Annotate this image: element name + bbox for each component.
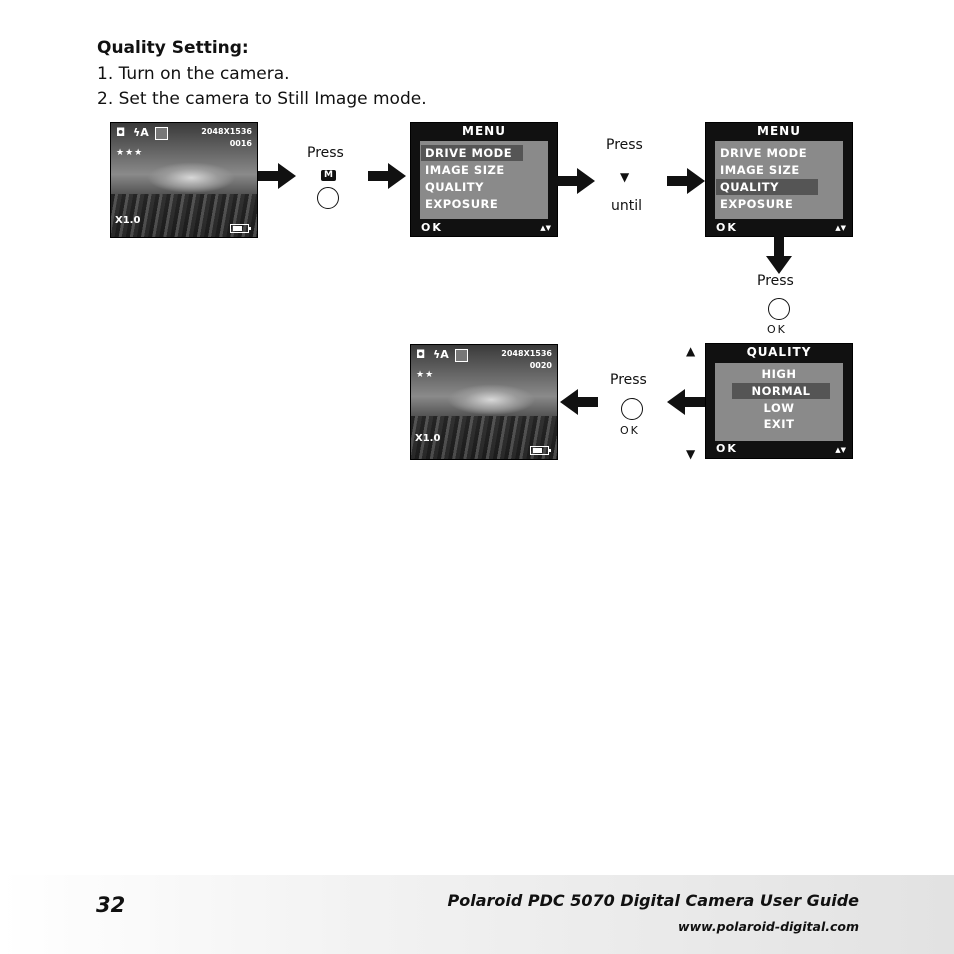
camera-icon: ◘ — [116, 126, 126, 139]
menu-item-image-size: IMAGE SIZE — [720, 163, 800, 177]
image-mode-icon — [155, 127, 168, 140]
ok-label: OK — [716, 442, 738, 455]
page-number: 32 — [96, 893, 126, 917]
arrow-down-icon — [766, 236, 792, 274]
quality-menu-title: QUALITY — [746, 345, 812, 359]
ok-button-label: OK — [767, 323, 787, 336]
menu-item-drive-mode: DRIVE MODE — [421, 145, 523, 161]
arrow-right-icon — [557, 168, 595, 194]
step-1: 1. Turn on the camera. — [97, 64, 290, 84]
resolution-text: 2048X1536 — [501, 349, 552, 358]
quality-item-high: HIGH — [761, 367, 797, 381]
press-label: Press — [610, 372, 647, 388]
guide-title: Polaroid PDC 5070 Digital Camera User Gu… — [447, 891, 859, 910]
quality-stars: ★★ — [416, 370, 435, 380]
preview-resolution: 2048X1536 0020 — [501, 348, 552, 372]
menu-screen-1: MENU DRIVE MODE IMAGE SIZE QUALITY EXPOS… — [410, 122, 558, 237]
button-circle-icon — [621, 398, 643, 420]
zoom-level: X1.0 — [115, 215, 141, 226]
website-url: www.polaroid-digital.com — [678, 919, 859, 934]
up-down-icon: ▲▼ — [540, 224, 551, 232]
shot-count: 0020 — [529, 361, 552, 370]
quality-item-exit: EXIT — [763, 417, 795, 431]
menu-panel — [715, 363, 843, 441]
flash-auto-icon: ϟA — [133, 126, 149, 139]
preview-resolution: 2048X1536 0016 — [201, 126, 252, 150]
zoom-level: X1.0 — [415, 433, 441, 444]
arrow-left-icon — [667, 389, 705, 415]
press-label: Press — [757, 273, 794, 289]
up-arrow-icon: ▲ — [686, 344, 696, 358]
ok-button-label: OK — [620, 424, 640, 437]
battery-icon — [230, 224, 251, 233]
camera-preview-before: ◘ ϟA 2048X1536 0016 ★★★ X1.0 — [110, 122, 258, 238]
camera-icon: ◘ — [416, 348, 426, 361]
menu-button-icon: M — [321, 170, 336, 181]
quality-menu-screen: QUALITY HIGH NORMAL LOW EXIT OK ▲▼ — [705, 343, 853, 459]
until-label: until — [611, 198, 643, 214]
up-down-icon: ▲▼ — [835, 446, 846, 454]
quality-stars: ★★★ — [116, 148, 144, 158]
button-circle-icon — [768, 298, 790, 320]
menu-item-image-size: IMAGE SIZE — [425, 163, 505, 177]
menu-item-exposure: EXPOSURE — [720, 197, 794, 211]
down-arrow-icon: ▼ — [620, 170, 630, 184]
button-circle-icon — [317, 187, 339, 209]
menu-title: MENU — [757, 124, 801, 138]
arrow-right-icon — [368, 163, 406, 189]
menu-screen-2: MENU DRIVE MODE IMAGE SIZE QUALITY EXPOS… — [705, 122, 853, 237]
menu-item-quality: QUALITY — [425, 180, 484, 194]
section-heading: Quality Setting: — [97, 38, 249, 58]
quality-item-low: LOW — [763, 401, 795, 415]
resolution-text: 2048X1536 — [201, 127, 252, 136]
menu-item-exposure: EXPOSURE — [425, 197, 499, 211]
footer-bar — [0, 875, 954, 954]
preview-photo — [411, 345, 557, 459]
down-arrow-icon: ▼ — [686, 447, 696, 461]
shot-count: 0016 — [229, 139, 252, 148]
battery-icon — [530, 446, 551, 455]
press-label: Press — [307, 145, 344, 161]
arrow-right-icon — [258, 163, 296, 189]
press-label: Press — [606, 137, 643, 153]
step-2: 2. Set the camera to Still Image mode. — [97, 89, 427, 109]
camera-preview-after: ◘ ϟA 2048X1536 0020 ★★ X1.0 — [410, 344, 558, 460]
menu-item-drive-mode: DRIVE MODE — [720, 146, 808, 160]
image-mode-icon — [455, 349, 468, 362]
up-down-icon: ▲▼ — [835, 224, 846, 232]
flash-auto-icon: ϟA — [433, 348, 449, 361]
preview-photo — [111, 123, 257, 237]
arrow-left-icon — [560, 389, 598, 415]
ok-label: OK — [716, 221, 738, 234]
menu-item-quality: QUALITY — [716, 179, 818, 195]
menu-title: MENU — [462, 124, 506, 138]
arrow-right-icon — [667, 168, 705, 194]
quality-item-normal: NORMAL — [732, 383, 830, 399]
ok-label: OK — [421, 221, 443, 234]
